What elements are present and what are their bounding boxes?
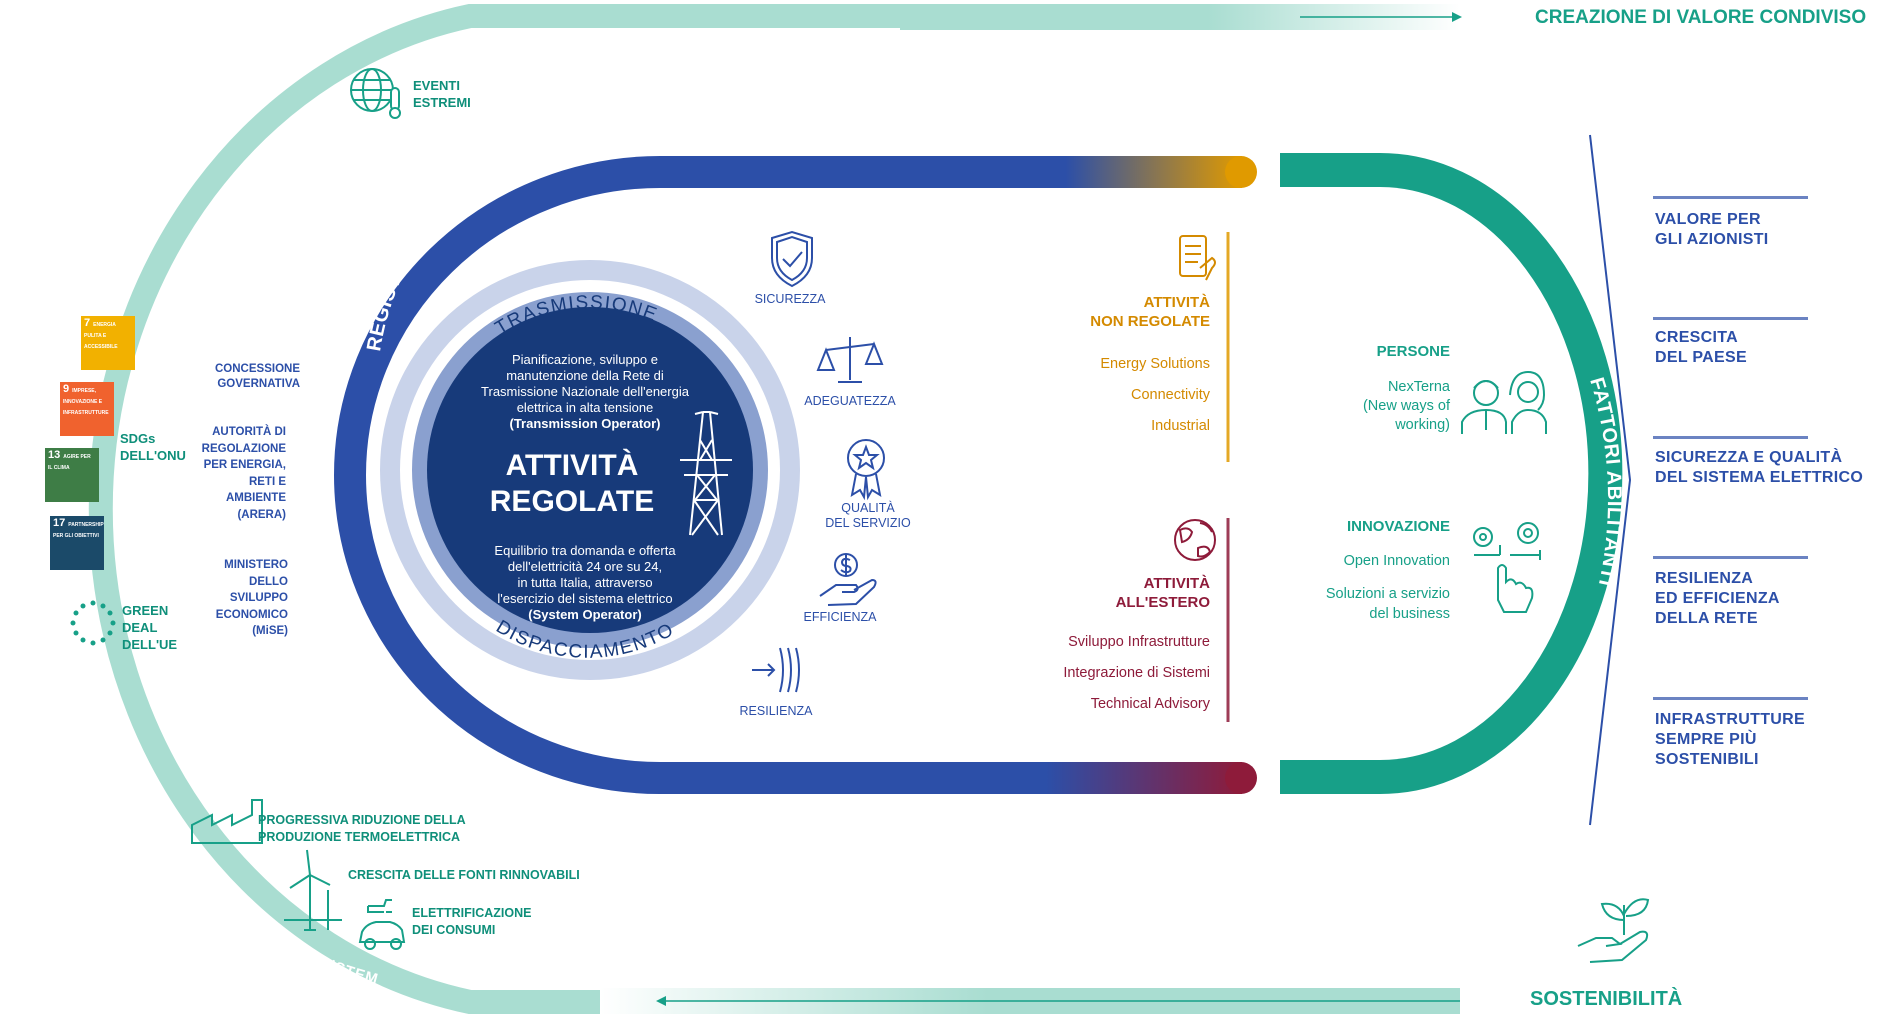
- world-globe-icon: [1174, 519, 1216, 561]
- eu-stars-icon: [70, 600, 116, 646]
- enablers-band: [1280, 153, 1623, 794]
- quality-efficienza: EFFICIENZA: [803, 610, 877, 624]
- people-icon: [1461, 370, 1547, 434]
- core-top-bold: (Transmission Operator): [509, 416, 661, 431]
- title-sostenibilita: SOSTENIBILITÀ: [1530, 988, 1683, 1010]
- persone-text: NexTerna (New ways of working): [1362, 379, 1450, 433]
- core-bottom-block: Equilibrio tra domanda e offerta dell'el…: [470, 543, 700, 623]
- electric-car-icon: [358, 899, 406, 950]
- estero-item-1: Integrazione di Sistemi: [1063, 665, 1210, 681]
- outer-band: [88, 4, 1460, 1014]
- reg-item-arera: AUTORITÀ DI REGOLAZIONE PER ENERGIA, RET…: [201, 426, 286, 521]
- core-bottom-bold: (System Operator): [528, 607, 642, 622]
- quality-resilienza: RESILIENZA: [739, 704, 813, 718]
- value-item-1: CRESCITA DEL PAESE: [1655, 329, 1747, 366]
- innovazione-title: INNOVAZIONE: [1346, 518, 1450, 535]
- bottom-item-rinnovabili: CRESCITA DELLE FONTI RINNOVABILI: [348, 868, 580, 882]
- value-chevron: [1589, 134, 1632, 826]
- sdg-tile-number: 7: [84, 317, 91, 329]
- value-item-4: INFRASTRUTTURE SEMPRE PIÙ SOSTENIBILI: [1655, 711, 1805, 768]
- title-creazione-valore: CREAZIONE DI VALORE CONDIVISO: [1535, 7, 1867, 28]
- reg-item-mise: MINISTERO DELLO SVILUPPO ECONOMICO (MiSE…: [215, 559, 288, 637]
- core-bottom-text: Equilibrio tra domanda e offerta dell'el…: [494, 543, 676, 606]
- sdg-tile-number: 13: [48, 449, 61, 461]
- factory-icon: [191, 799, 263, 844]
- arc-label-climate: CAMBIAMENTI CLIMATICI: [176, 30, 357, 157]
- sdg-tile-text: ENERGIA PULITA E ACCESSIBILE: [84, 322, 118, 350]
- estero-item-2: Technical Advisory: [1090, 696, 1210, 712]
- quality-qualita: QUALITÀ DEL SERVIZIO: [825, 501, 911, 530]
- bottom-item-termoelettrica: PROGRESSIVA RIDUZIONE DELLA PRODUZIONE T…: [258, 813, 466, 844]
- shield-check-icon: [771, 230, 813, 288]
- core-circle: [427, 307, 753, 633]
- non-regolate-item-0: Energy Solutions: [1100, 356, 1210, 372]
- regulatory-band: [334, 156, 1235, 794]
- svg-text:CAMBIAMENTI CLIMATICI: CAMBIAMENTI CLIMATICI: [176, 30, 358, 157]
- tower-icon: [680, 411, 732, 536]
- bottom-item-elettrificazione: ELETTRIFICAZIONE DEI CONSUMI: [412, 906, 532, 937]
- sdg-tile-text: IMPRESE, INNOVAZIONE E INFRASTRUTTURE: [63, 388, 109, 416]
- innovazione-item-1: Soluzioni a servizio del business: [1325, 586, 1450, 622]
- reg-item-concessione: CONCESSIONE GOVERNATIVA: [215, 363, 300, 390]
- hand-dollar-icon: [819, 553, 877, 606]
- tablet-hand-icon: [1179, 235, 1216, 281]
- sdgs-label: SDGs DELL'ONU: [120, 431, 186, 463]
- eventi-estremi-label: EVENTI ESTREMI: [413, 78, 471, 110]
- arrow-wave-icon: [752, 647, 800, 693]
- non-regolate-title: ATTIVITÀ NON REGOLATE: [1090, 294, 1210, 330]
- medal-icon: [847, 439, 885, 501]
- scales-icon: [816, 337, 884, 383]
- innovazione-item-0: Open Innovation: [1343, 553, 1450, 569]
- wind-turbine-icon: [284, 849, 342, 931]
- non-regolate-item-2: Industrial: [1151, 418, 1210, 434]
- quality-adeguatezza: ADEGUATEZZA: [804, 394, 896, 408]
- core-top-block: Pianificazione, sviluppo e manutenzione …: [470, 352, 700, 432]
- value-item-3: RESILIENZA ED EFFICIENZA DELLA RETE: [1655, 570, 1780, 627]
- value-item-2: SICUREZZA E QUALITÀ DEL SISTEMA ELETTRIC…: [1655, 449, 1864, 486]
- persone-title: PERSONE: [1376, 343, 1450, 360]
- estero-title: ATTIVITÀ ALL'ESTERO: [1115, 575, 1210, 611]
- sdg-tile-number: 17: [53, 517, 66, 529]
- globe-thermometer-icon: [350, 68, 401, 119]
- sdg-tile-text: PARTNERSHIP PER GLI OBIETTIVI: [53, 522, 104, 539]
- non-regolate-item-1: Connectivity: [1131, 387, 1210, 403]
- sdg-tile-text: AGIRE PER IL CLIMA: [48, 454, 91, 471]
- core-top-text: Pianificazione, sviluppo e manutenzione …: [481, 352, 689, 415]
- core-title: ATTIVITÀ REGOLATE: [489, 449, 655, 518]
- green-deal-label: GREEN DEAL DELL'UE: [122, 603, 178, 652]
- estero-item-0: Sviluppo Infrastrutture: [1068, 634, 1210, 650]
- quality-sicurezza: SICUREZZA: [754, 292, 826, 306]
- sdg-tile-number: 9: [63, 383, 70, 395]
- gears-touch-icon: [1473, 522, 1541, 613]
- value-item-0: VALORE PER GLI AZIONISTI: [1655, 211, 1769, 248]
- plant-hand-icon: [1577, 898, 1650, 963]
